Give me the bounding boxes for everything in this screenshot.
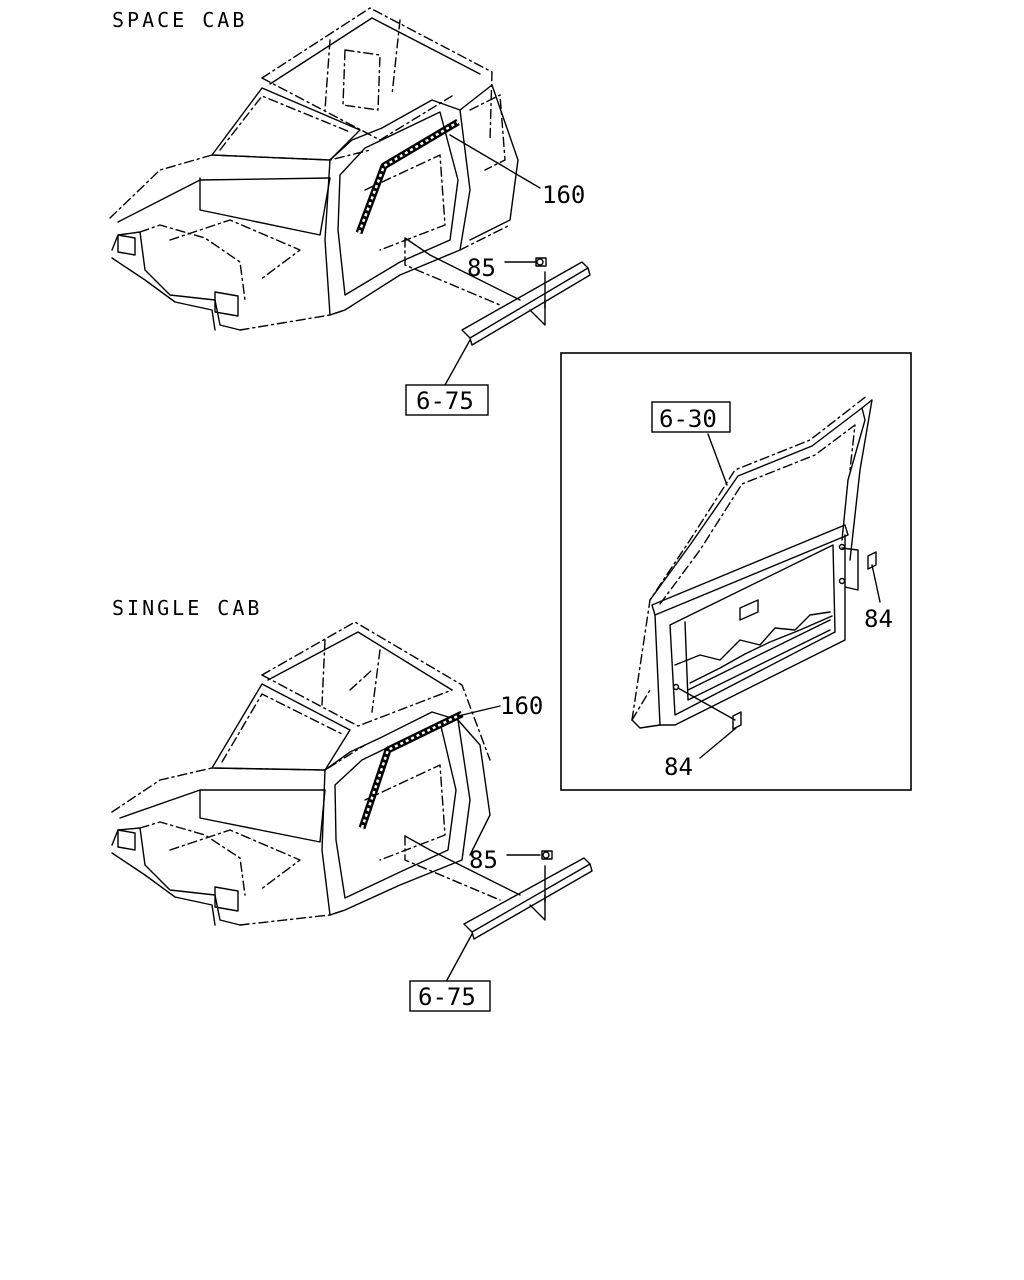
callout-6-75: 6-75 (416, 387, 474, 415)
space-cab-sill-plate: 85 6-75 (404, 237, 591, 416)
callout-84-lower: 84 (664, 753, 693, 781)
space-cab-body-illustration (109, 7, 519, 331)
leader-line (871, 564, 881, 603)
callout-84-upper: 84 (864, 605, 893, 633)
leader-line (707, 433, 728, 486)
callout-group-84-lower: 84 (664, 687, 742, 781)
single-cab-view: SINGLE CAB (111, 596, 593, 1012)
ref-box-6-75 (409, 980, 491, 1012)
ref-box-6-75 (405, 384, 489, 416)
space-cab-title: SPACE CAB (112, 8, 247, 32)
inset-frame (560, 352, 912, 791)
door-illustration (631, 394, 873, 729)
leader-line (699, 727, 737, 759)
space-cab-weatherstrip-160: 160 (355, 118, 585, 235)
leader-line (446, 933, 473, 981)
door-inset-panel: 6-30 84 84 (560, 352, 912, 791)
ref-box-6-30 (651, 401, 731, 433)
callout-group-84-upper: 84 (841, 547, 893, 633)
callout-160: 160 (542, 181, 585, 209)
single-cab-sill-plate: 85 6-75 (404, 835, 593, 1012)
leader-line (444, 339, 471, 386)
callout-6-75: 6-75 (418, 983, 476, 1011)
callout-6-30: 6-30 (659, 405, 717, 433)
single-cab-title: SINGLE CAB (112, 596, 262, 620)
callout-85: 85 (469, 846, 498, 874)
leader-line (457, 705, 501, 717)
single-cab-body-illustration (111, 621, 491, 926)
space-cab-view: SPACE CAB (109, 7, 591, 416)
leader-line (449, 134, 541, 189)
callout-85: 85 (467, 254, 496, 282)
callout-160: 160 (500, 692, 543, 720)
single-cab-weatherstrip-160: 160 (358, 692, 543, 830)
callout-group-6-30: 6-30 (651, 401, 731, 486)
